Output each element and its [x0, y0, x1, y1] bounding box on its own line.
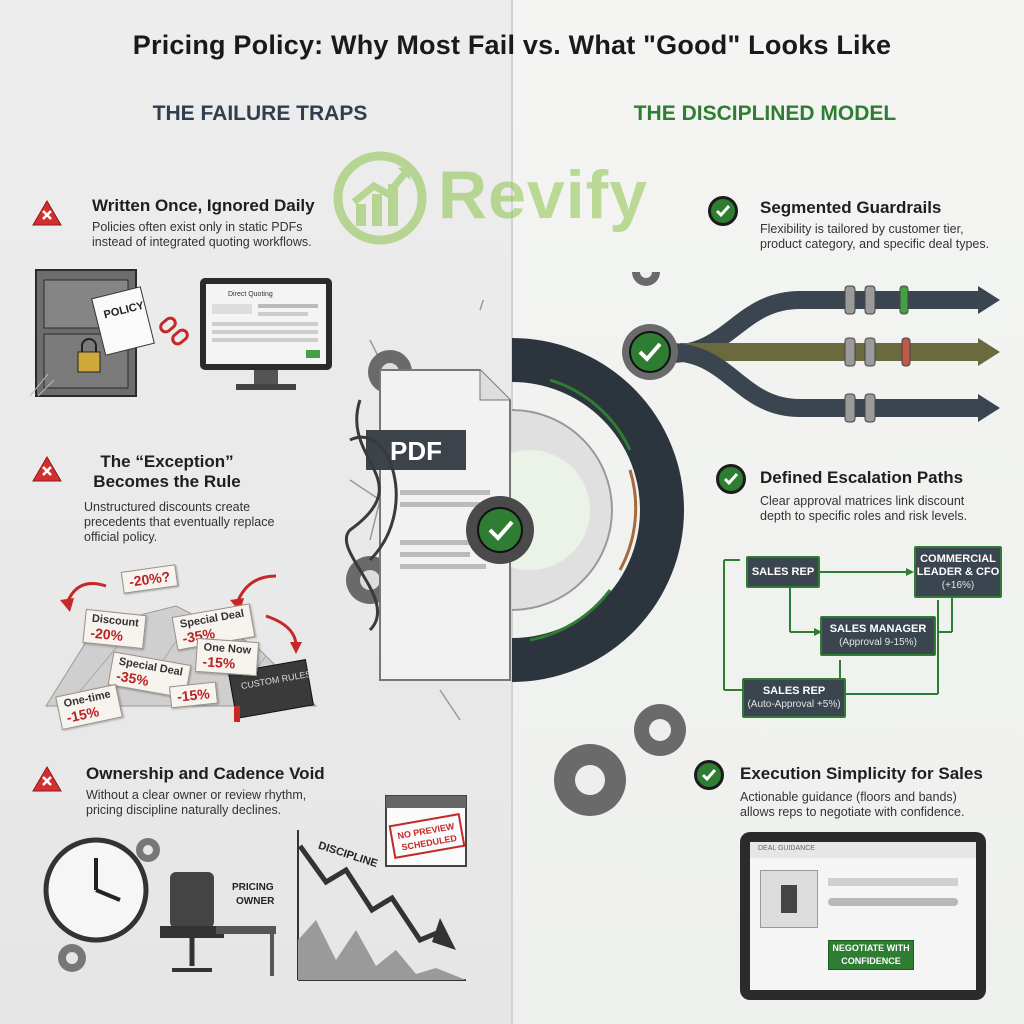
failure-traps-header: THE FAILURE TRAPS [152, 102, 368, 125]
guardrail-lane [669, 343, 1000, 422]
negotiate-with-confidence-button[interactable]: NEGOTIATE WITH CONFIDENCE [828, 940, 914, 970]
pdf-label: PDF [390, 436, 442, 466]
trap-3-heading: Ownership and Cadence Void [86, 764, 325, 783]
model-3-desc-line: allows reps to negotiate with confidence… [740, 805, 965, 819]
model-3-heading: Execution Simplicity for Sales [740, 764, 983, 783]
desk-icon [216, 926, 276, 976]
disciplined-model-header: THE DISCIPLINED MODEL [633, 102, 897, 125]
node-sublabel: (Approval 9-15%) [839, 637, 917, 648]
gear-icon [622, 272, 678, 380]
node-label: SALES MANAGER [829, 623, 927, 635]
product-icon [781, 885, 797, 913]
button-label: NEGOTIATE WITH [832, 943, 910, 953]
ownership-void-illustration: PRICING OWNER DISCIPLINE NO PREVIEW SCHE… [43, 795, 467, 981]
sticker-value: -20%? [128, 568, 172, 590]
model-1-desc-line: Flexibility is tailored by customer tier… [760, 222, 964, 236]
sticker-value: -15% [202, 653, 236, 672]
revify-watermark: Revify [330, 148, 710, 248]
model-1-desc-line: product category, and specific deal type… [760, 237, 990, 251]
sales-rep-auto-node: SALES REP (Auto-Approval +5%) [742, 678, 846, 718]
policy-paper-icon: POLICY [91, 286, 155, 356]
model-2-desc-line: depth to specific roles and risk levels. [760, 509, 968, 523]
trap-3-desc-line: pricing discipline naturally declines. [86, 803, 282, 817]
tablet-device: DEAL GUIDANCE NEGOTIATE WITH CONFIDENCE [740, 832, 986, 1000]
model-3-desc-line: Actionable guidance (floors and bands) [740, 790, 957, 804]
node-label: LEADER & CFO [916, 565, 1000, 578]
monitor-icon: Direct Quoting [200, 278, 332, 390]
gear-icon [554, 704, 686, 816]
price-band-slider[interactable] [828, 898, 958, 906]
gears-decoration [554, 704, 686, 816]
trap-1-desc-line: Policies often exist only in static PDFs [92, 220, 303, 234]
pricing-owner-label-line: PRICING [232, 882, 274, 893]
guardrail-arrows [622, 272, 1000, 423]
center-illustration: PDF [344, 300, 684, 720]
pdf-document-icon: PDF [366, 369, 511, 681]
watermark-text: Revify [438, 157, 649, 233]
trap-1-description: Policies often exist only in static PDFs… [92, 220, 312, 250]
node-label: COMMERCIAL [920, 552, 996, 565]
calendar-icon: NO PREVIEW SCHEDULED [385, 795, 467, 867]
model-1-heading: Segmented Guardrails [760, 198, 942, 217]
broken-chain-icon [159, 316, 189, 346]
commercial-leader-node: COMMERCIAL LEADER & CFO (+16%) [914, 546, 1002, 598]
sales-rep-node: SALES REP [746, 556, 820, 588]
discount-sticker: Discount -20% [82, 608, 147, 650]
tablet-header-bar: DEAL GUIDANCE [750, 842, 976, 858]
node-sublabel: (+16%) [941, 579, 975, 591]
trap-3-desc-line: Without a clear owner or review rhythm, [86, 788, 307, 802]
warning-icon [32, 200, 62, 226]
trap-1-heading: Written Once, Ignored Daily [92, 196, 315, 215]
sales-manager-node: SALES MANAGER (Approval 9-15%) [820, 616, 936, 656]
warning-icon [32, 766, 62, 792]
check-icon [694, 760, 724, 790]
trap-3-description: Without a clear owner or review rhythm, … [86, 788, 306, 818]
trap-2-desc-line: precedents that eventually replace [84, 515, 275, 529]
node-label: SALES REP [762, 685, 826, 697]
trap-2-heading-line: The “Exception” [100, 452, 234, 471]
empty-chair-icon [160, 872, 224, 972]
center-gear-check-icon [466, 496, 534, 564]
tangled-wires-decoration [344, 399, 398, 632]
button-label: CONFIDENCE [841, 956, 901, 966]
trap-2-description: Unstructured discounts create precedents… [84, 500, 274, 545]
static-policy-illustration: POLICY Direct Quoting [29, 269, 332, 397]
model-1-description: Flexibility is tailored by customer tier… [760, 222, 989, 252]
node-label: SALES REP [751, 565, 815, 578]
tablet-screen: DEAL GUIDANCE NEGOTIATE WITH CONFIDENCE [750, 842, 976, 990]
monitor-title: Direct Quoting [228, 291, 273, 298]
model-3-description: Actionable guidance (floors and bands) a… [740, 790, 964, 820]
node-sublabel: (Auto-Approval +5%) [747, 699, 841, 710]
discount-sticker: One Now -15% [194, 637, 259, 677]
product-image [760, 870, 818, 928]
sticker-value: -20% [89, 624, 124, 644]
trap-2-heading-line: Becomes the Rule [93, 472, 241, 491]
pricing-owner-label-line: OWNER [236, 896, 275, 907]
trap-2-desc-line: Unstructured discounts create [84, 500, 251, 514]
gear-icon [58, 838, 160, 972]
trap-2-desc-line: official policy. [84, 530, 158, 544]
tablet-header-text: DEAL GUIDANCE [758, 845, 815, 852]
page-title: Pricing Policy: Why Most Fail vs. What "… [132, 30, 892, 60]
guardrail-lane [680, 338, 1000, 366]
warning-icon [32, 456, 62, 482]
text-placeholder [828, 878, 958, 886]
discipline-label: DISCIPLINE [317, 840, 379, 870]
trap-2-heading: The “Exception” Becomes the Rule [92, 452, 242, 492]
model-2-heading: Defined Escalation Paths [760, 468, 964, 487]
trap-1-desc-line: instead of integrated quoting workflows. [92, 235, 312, 249]
check-icon [716, 464, 746, 494]
clock-icon [43, 837, 149, 943]
sticker-value: -15% [176, 685, 211, 705]
model-2-description: Clear approval matrices link discount de… [760, 494, 967, 524]
revify-logo-icon [333, 151, 427, 245]
check-gear-icon [708, 196, 738, 226]
model-2-desc-line: Clear approval matrices link discount [760, 494, 965, 508]
guardrail-clamp [844, 285, 911, 423]
